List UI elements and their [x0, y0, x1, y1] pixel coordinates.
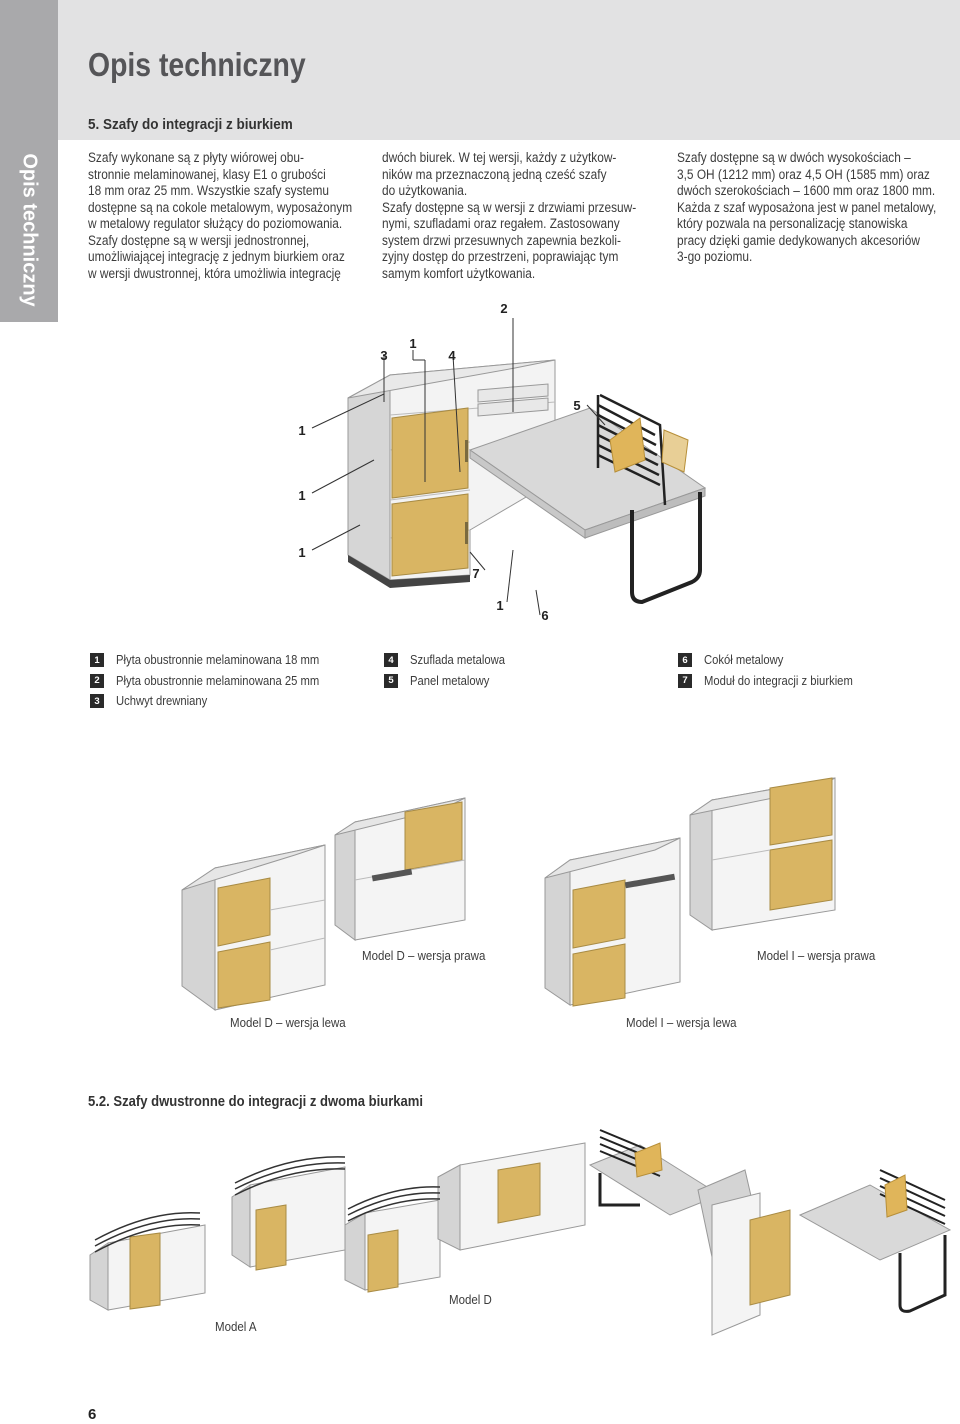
callout-leaders	[311, 318, 606, 616]
caption-model-d: Model D	[449, 1293, 492, 1307]
text-line: stronnie melaminowanej, klasy E1 o grubo…	[88, 166, 326, 182]
callout-labels: 2 3 1 4 5 1 1 1 7 1 6	[298, 301, 580, 623]
legend-label: Płyta obustronnie melaminowana 18 mm	[116, 653, 320, 668]
callout-1: 1	[298, 488, 305, 503]
callout-1: 1	[298, 545, 305, 560]
legend-number: 6	[678, 653, 692, 668]
header-band	[58, 0, 960, 140]
section-title: 5. Szafy do integracji z biurkiem	[88, 116, 293, 133]
desk-model-a	[588, 1129, 722, 1216]
side-tab: Opis techniczny	[0, 0, 58, 322]
legend-item: 5 Panel metalowy	[384, 671, 516, 692]
legend-label: Cokół metalowy	[704, 653, 784, 668]
legend-label: Panel metalowy	[410, 673, 490, 688]
text-line: Szafy wykonane są z płyty wiórowej obu-	[88, 150, 304, 165]
caption-model-d-right: Model D – wersja prawa	[362, 949, 486, 963]
cabinet-model-d-right	[334, 797, 466, 941]
legend-column-2: 4 Szuflada metalowa 5 Panel metalowy	[384, 650, 516, 691]
caption-model-d-left: Model D – wersja lewa	[230, 1016, 346, 1030]
text-line: umożliwiającej integrację z jednym biurk…	[88, 249, 345, 264]
legend-label: Szuflada metalowa	[410, 653, 506, 668]
text-column-2: dwóch biurek. W tej wersji, każdy z użyt…	[382, 150, 672, 282]
text-line: Każda z szaf wyposażona jest w panel met…	[677, 199, 937, 215]
legend-column-3: 6 Cokół metalowy 7 Moduł do integracji z…	[678, 650, 869, 691]
legend-item: 3 Uchwyt drewniany	[90, 691, 342, 712]
callout-1: 1	[298, 423, 305, 438]
desk-model-d	[697, 1169, 952, 1336]
cabinet-illustration	[347, 359, 556, 588]
legend-item: 4 Szuflada metalowa	[384, 650, 516, 671]
callout-5: 5	[573, 398, 580, 413]
text-line: samym komfort użytkowania.	[382, 265, 536, 281]
callout-1: 1	[496, 598, 503, 613]
text-line: w metalowy regulator służący do poziomow…	[88, 216, 343, 231]
section-2-title: 5.2. Szafy dwustronne do integracji z dw…	[88, 1094, 424, 1110]
callout-3: 3	[380, 348, 387, 363]
double-sided-drawing	[89, 1129, 952, 1336]
text-line: w wersji dwustronnej, która umożliwia in…	[88, 265, 341, 281]
text-line: nymi, szufladami oraz regałem. Zastosowa…	[382, 216, 620, 231]
caption-model-a: Model A	[215, 1320, 257, 1334]
cabinet-model-i-left	[544, 837, 681, 1007]
text-line: pracy dzięki gamie dedykowanych akcesori…	[677, 232, 921, 248]
text-line: dostępne są na cokole metalowym, wyposaż…	[88, 199, 353, 215]
legend-number: 2	[90, 673, 104, 688]
callout-7: 7	[472, 566, 479, 581]
text-line: Szafy dostępne są w wersji z drzwiami pr…	[382, 199, 637, 215]
legend-label: Płyta obustronnie melaminowana 25 mm	[116, 673, 320, 688]
legend-number: 4	[384, 653, 398, 668]
text-line: zyjny dostęp do przestrzeni, poprawiając…	[382, 249, 619, 264]
legend-column-1: 1 Płyta obustronnie melaminowana 18 mm 2…	[90, 650, 342, 712]
text-line: dwóch biurek. W tej wersji, każdy z użyt…	[382, 150, 617, 165]
text-line: który pozwala na personalizację stanowis…	[677, 216, 908, 231]
desk-illustration	[468, 393, 707, 605]
legend-item: 7 Moduł do integracji z biurkiem	[678, 671, 869, 692]
legend-item: 6 Cokół metalowy	[678, 650, 869, 671]
caption-model-i-right: Model I – wersja prawa	[757, 949, 876, 963]
callout-2: 2	[500, 301, 507, 316]
legend-item: 2 Płyta obustronnie melaminowana 25 mm	[90, 671, 342, 692]
text-line: 3-go poziomu.	[677, 249, 753, 264]
text-line: system drzwi przesuwnych zapewnia bezkol…	[382, 232, 622, 248]
text-line: 18 mm oraz 25 mm. Wszystkie szafy system…	[88, 183, 329, 198]
legend-label: Uchwyt drewniany	[116, 694, 208, 709]
text-line: Szafy dostępne są w dwóch wysokościach –	[677, 150, 911, 165]
legend-number: 1	[90, 653, 104, 668]
cabinet-desk-drawing: 2 3 1 4 5 1 1 1 7 1 6	[298, 301, 707, 623]
text-line: dwóch szerokościach – 1600 mm oraz 1800 …	[677, 183, 936, 198]
legend-number: 5	[384, 673, 398, 688]
cabinet-model-d	[344, 1142, 586, 1293]
cabinet-model-a	[89, 1156, 346, 1311]
callout-1: 1	[409, 336, 416, 351]
text-line: Szafy dostępne są w wersji jednostronnej…	[88, 232, 310, 248]
model-variants-drawing	[181, 777, 836, 1011]
side-tab-label: Opis techniczny	[18, 153, 41, 307]
legend-item: 1 Płyta obustronnie melaminowana 18 mm	[90, 650, 342, 671]
cabinet-model-d-left	[181, 844, 326, 1011]
callout-4: 4	[448, 348, 456, 363]
text-column-3: Szafy dostępne są w dwóch wysokościach –…	[677, 150, 957, 266]
legend-number: 3	[90, 694, 104, 709]
page-title: Opis techniczny	[88, 46, 306, 83]
cabinet-model-i-right	[689, 777, 836, 931]
legend-number: 7	[678, 673, 692, 688]
caption-model-i-left: Model I – wersja lewa	[626, 1016, 737, 1030]
page-number: 6	[88, 1406, 97, 1423]
text-line: ników ma przeznaczoną jedną cześć szafy	[382, 166, 607, 182]
legend-label: Moduł do integracji z biurkiem	[704, 673, 853, 688]
text-column-1: Szafy wykonane są z płyty wiórowej obu- …	[88, 150, 378, 282]
callout-6: 6	[541, 608, 548, 623]
text-line: do użytkowania.	[382, 183, 468, 198]
text-line: 3,5 OH (1212 mm) oraz 4,5 OH (1585 mm) o…	[677, 166, 930, 182]
